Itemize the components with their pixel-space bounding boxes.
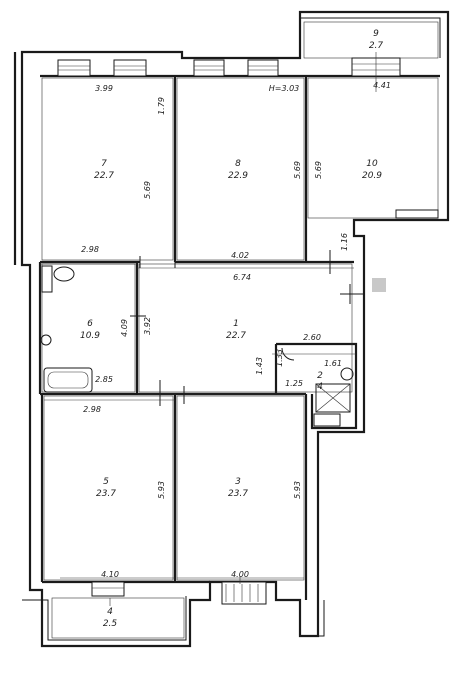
dim-402: 4.02	[231, 251, 249, 260]
dim-441: 4.41	[373, 81, 391, 90]
window-room3	[221, 581, 267, 605]
toilet-fixture	[41, 265, 75, 293]
dim-593-a: 5.93	[157, 481, 166, 499]
room-3-area: 23.7	[228, 489, 248, 499]
dim-569-b: 5.69	[293, 161, 302, 179]
window-room7	[57, 59, 147, 77]
dim-593-b: 5.93	[293, 481, 302, 499]
dim-569-c: 5.69	[314, 161, 323, 179]
room-5-area: 23.7	[96, 489, 116, 499]
sink-fixture	[40, 334, 52, 346]
dim-133: 1.33	[275, 349, 284, 367]
dim-116: 1.16	[340, 233, 349, 251]
dim-392: 3.92	[143, 317, 152, 335]
room-2-number: 2	[317, 371, 323, 381]
gray-marker	[372, 278, 386, 292]
room-4-area: 2.5	[103, 619, 118, 629]
room-4-number: 4	[107, 607, 113, 617]
room-7-number: 7	[101, 159, 107, 169]
room-1-number: 1	[233, 319, 239, 329]
room-labels: 7 22.7 8 22.9 10 20.9 9 2.7 6 10.9 1 22.…	[80, 29, 383, 629]
window-room8	[193, 59, 279, 77]
dim-161: 1.61	[324, 359, 342, 368]
dim-400: 4.00	[231, 570, 249, 579]
door-openings	[130, 250, 364, 406]
radiator-room10	[395, 209, 439, 219]
room-outlines	[41, 21, 439, 639]
dim-569-a: 5.69	[143, 181, 152, 199]
room-9-area: 2.7	[369, 41, 384, 51]
dim-410: 4.10	[101, 570, 119, 579]
bathtub-fixture	[43, 367, 93, 393]
dim-179: 1.79	[157, 97, 166, 115]
dim-399: 3.99	[95, 84, 113, 93]
windows	[57, 57, 439, 605]
room-6-area: 10.9	[80, 331, 100, 341]
dimension-labels: 3.99 1.79 H=3.03 4.41 5.69 5.69 5.69 2.9…	[81, 81, 391, 579]
dim-298-bot: 2.98	[83, 405, 101, 414]
room-8-number: 8	[235, 159, 241, 169]
room-5-number: 5	[103, 477, 109, 487]
room-6-number: 6	[87, 319, 93, 329]
closet-washer-fixture	[281, 347, 354, 427]
dim-285: 2.85	[95, 375, 113, 384]
room-1-area: 22.7	[226, 331, 246, 341]
dim-674: 6.74	[233, 273, 251, 282]
room-8-area: 22.9	[228, 171, 248, 181]
room-7-area: 22.7	[94, 171, 114, 181]
dim-143: 1.43	[255, 357, 264, 375]
window-room5	[91, 581, 125, 597]
dim-260: 2.60	[303, 333, 321, 342]
room-3-number: 3	[235, 477, 241, 487]
fixtures	[40, 265, 386, 427]
room-10-number: 10	[366, 159, 378, 169]
dim-409: 4.09	[120, 319, 129, 337]
room-2-area: 4	[317, 382, 323, 392]
room-9-number: 9	[373, 29, 379, 39]
dim-125: 1.25	[285, 379, 303, 388]
outer-walls	[13, 10, 450, 648]
dimension-lines	[40, 52, 377, 606]
room-10-area: 20.9	[362, 171, 382, 181]
dim-h303: H=3.03	[269, 84, 300, 93]
dim-298-top: 2.98	[81, 245, 99, 254]
